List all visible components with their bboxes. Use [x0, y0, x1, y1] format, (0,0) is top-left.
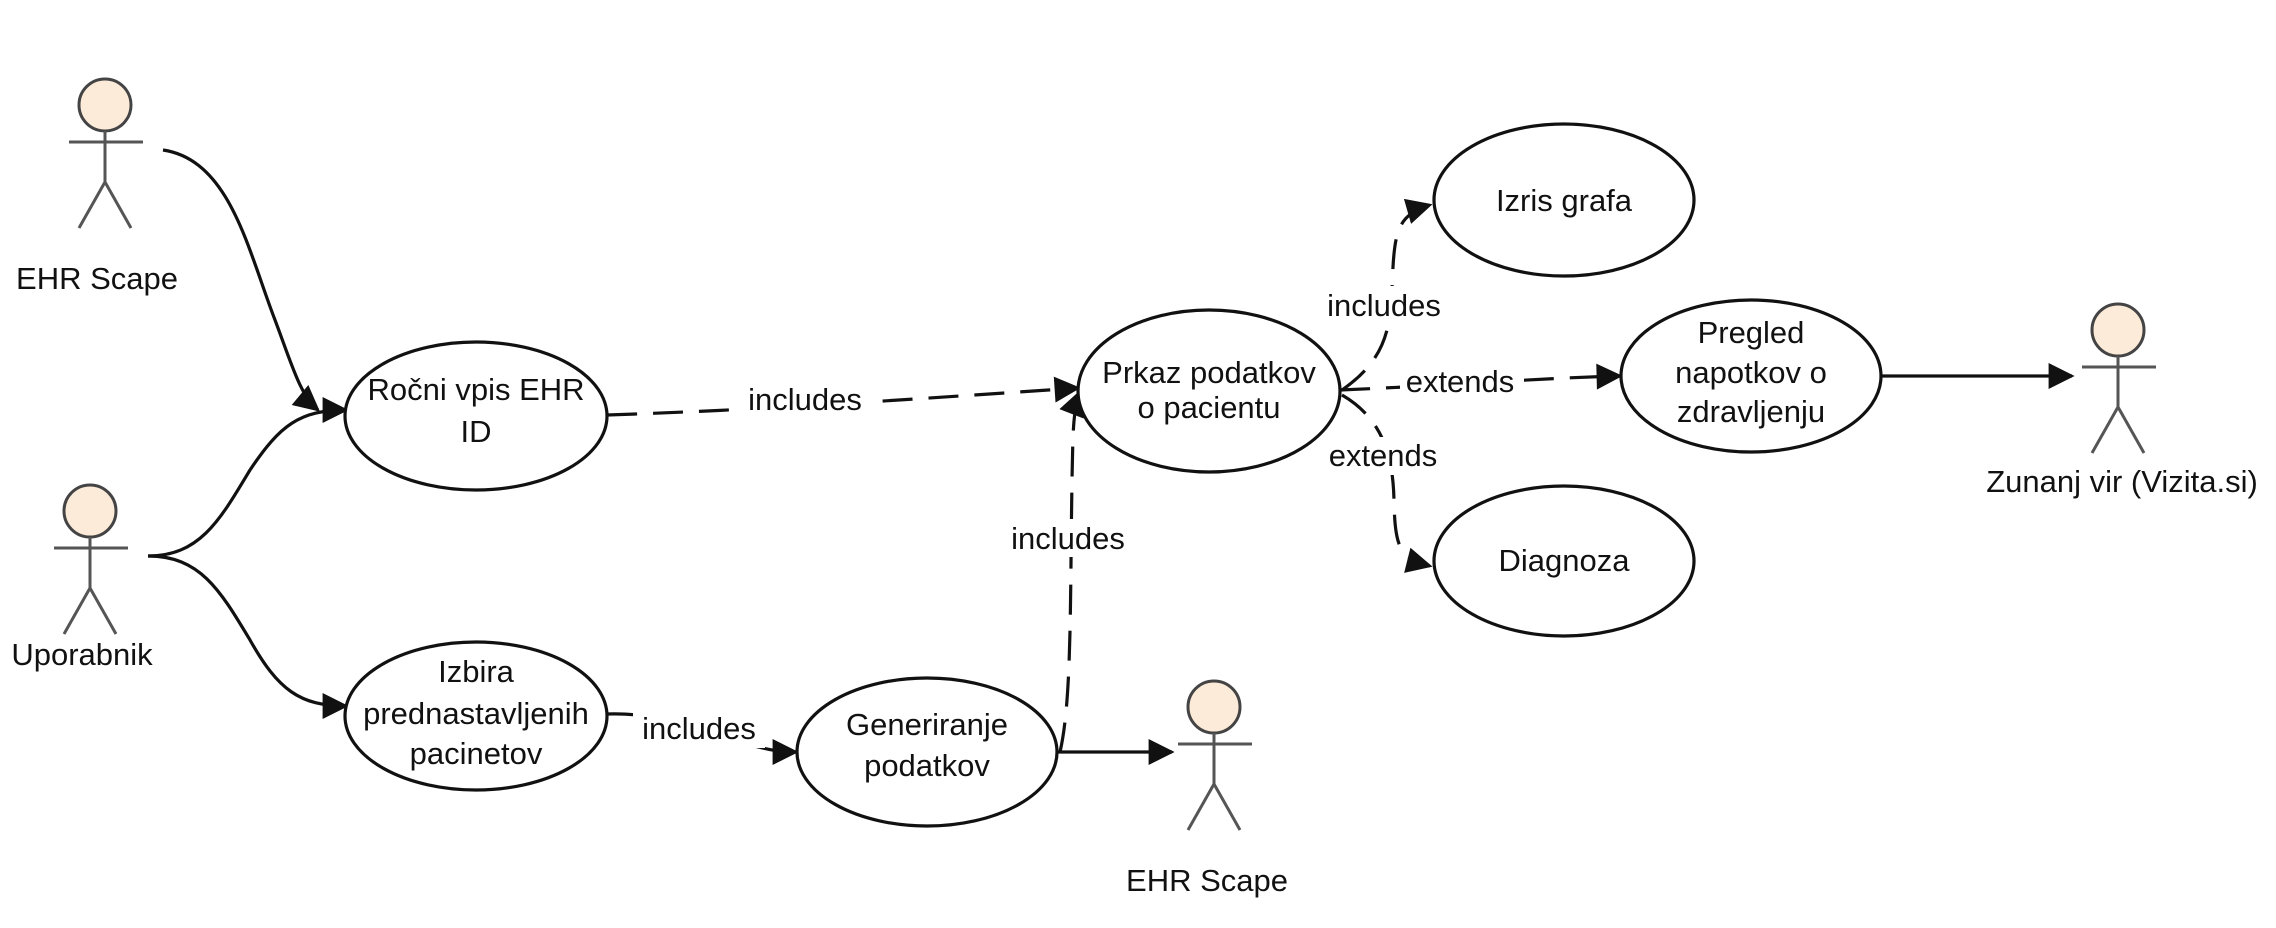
- include-generiranje-to-prikaz: [1058, 389, 1084, 753]
- svg-text:Ročni vpis EHR: Ročni vpis EHR: [367, 372, 584, 407]
- actor-head: [2090, 302, 2146, 358]
- svg-text:o pacientu: o pacientu: [1137, 390, 1280, 425]
- use-case-pregled: Pregled napotkov o zdravljenju: [1619, 298, 1883, 454]
- svg-text:ID: ID: [461, 414, 492, 449]
- label-generiranje-to-prikaz: includes: [1003, 519, 1135, 557]
- svg-text:includes: includes: [1327, 288, 1441, 323]
- actor-ehr-scape-bottom: EHR Scape: [1126, 679, 1288, 898]
- svg-text:Izbira: Izbira: [438, 654, 515, 689]
- use-case-diagnoza: Diagnoza: [1432, 484, 1696, 638]
- label-vpis-to-prikaz: includes: [740, 381, 872, 419]
- use-case-prikaz: Prkaz podatkov o pacientu: [1076, 308, 1342, 474]
- label-prikaz-to-izris: includes: [1318, 286, 1450, 324]
- svg-text:Izris grafa: Izris grafa: [1496, 183, 1633, 218]
- actor-uporabnik: Uporabnik: [11, 483, 153, 672]
- svg-text:Zunanj vir (Vizita.si): Zunanj vir (Vizita.si): [1986, 464, 2258, 499]
- svg-text:napotkov o: napotkov o: [1675, 355, 1827, 390]
- svg-text:pacinetov: pacinetov: [410, 736, 543, 771]
- svg-text:Prkaz podatkov: Prkaz podatkov: [1102, 355, 1316, 390]
- svg-text:extends: extends: [1406, 364, 1515, 399]
- actor-zunanj-vir: Zunanj vir (Vizita.si): [1986, 302, 2258, 499]
- svg-text:Uporabnik: Uporabnik: [11, 637, 153, 672]
- use-case-generiranje: Generiranje podatkov: [795, 676, 1059, 828]
- use-case-izbira: Izbira prednastavljenih pacinetov: [343, 640, 609, 792]
- use-case-izris: Izris grafa: [1432, 122, 1696, 278]
- use-case-rocni-vpis: Ročni vpis EHR ID: [343, 340, 609, 492]
- svg-text:includes: includes: [748, 382, 862, 417]
- actor-head: [1186, 679, 1242, 735]
- svg-text:Pregled: Pregled: [1698, 315, 1805, 350]
- svg-text:zdravljenju: zdravljenju: [1677, 394, 1825, 429]
- svg-text:Generiranje: Generiranje: [846, 707, 1008, 742]
- actor-ehr-scape-top: EHR Scape: [16, 77, 178, 296]
- label-izbira-to-generiranje: includes: [633, 710, 765, 748]
- svg-text:EHR Scape: EHR Scape: [1126, 863, 1288, 898]
- actor-head: [62, 483, 118, 539]
- include-rocni-vpis-to-prikaz: [606, 376, 1081, 417]
- svg-text:extends: extends: [1329, 438, 1438, 473]
- svg-text:prednastavljenih: prednastavljenih: [363, 696, 589, 731]
- assoc-ehr-scape-to-rocni-vpis: [162, 148, 320, 412]
- svg-text:Diagnoza: Diagnoza: [1499, 543, 1631, 578]
- svg-text:podatkov: podatkov: [864, 748, 990, 783]
- svg-text:EHR Scape: EHR Scape: [16, 261, 178, 296]
- svg-text:includes: includes: [642, 711, 756, 746]
- assoc-uporabnik-to-rocni-vpis: [147, 397, 349, 558]
- assoc-uporabnik-to-izbira: [147, 554, 349, 719]
- label-prikaz-to-diagnoza: extends: [1322, 437, 1446, 475]
- extend-prikaz-to-diagnoza: [1341, 393, 1433, 573]
- label-prikaz-to-pregled: extends: [1400, 362, 1524, 400]
- actor-head: [77, 77, 133, 133]
- svg-text:includes: includes: [1011, 521, 1125, 556]
